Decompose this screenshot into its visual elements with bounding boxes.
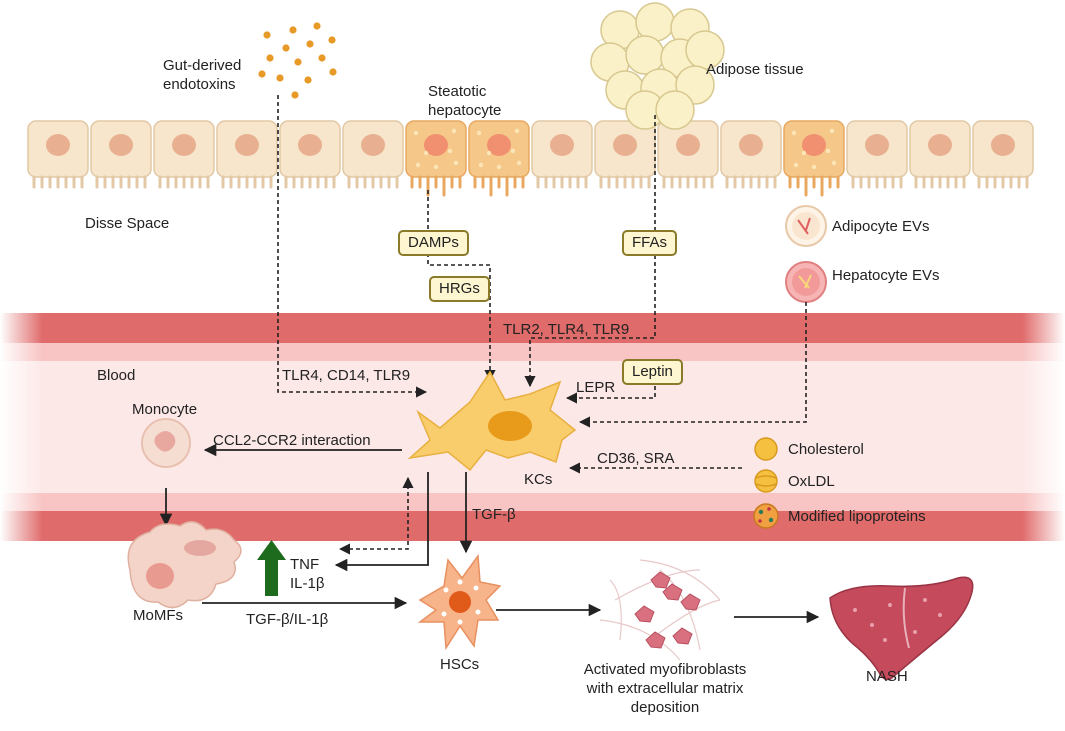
adipose-tissue-icon <box>590 2 725 130</box>
endotoxin-particle <box>282 44 290 52</box>
myofibroblast-cell <box>634 605 655 623</box>
adipocyte-ev-icon <box>785 205 827 247</box>
damps-box: DAMPs <box>398 230 469 256</box>
myofibroblast-cell <box>645 631 666 649</box>
tlr-2-4-9-label: TLR2, TLR4, TLR9 <box>503 321 630 338</box>
kupffer-cell-icon <box>407 370 577 472</box>
disse-space-label: Disse Space <box>85 215 170 232</box>
endotoxin-particle <box>258 70 266 78</box>
hepatocyte-cell <box>972 120 1034 189</box>
hepatocyte-cell <box>27 120 89 189</box>
kc-to-tnf-arrow <box>334 472 429 572</box>
endotoxin-particles <box>258 22 337 99</box>
endotoxin-particle <box>306 40 314 48</box>
steatotic-hepatocyte-cell <box>405 120 467 197</box>
momfs-label: MoMFs <box>133 607 183 624</box>
myofibroblast-icon <box>599 559 721 661</box>
endotoxin-particle <box>294 58 302 66</box>
ev-path <box>578 302 807 428</box>
hepatocyte-layer <box>27 120 1034 197</box>
myofibroblast-cell <box>650 571 671 589</box>
lepr-label: LEPR <box>576 379 616 396</box>
momf-icon <box>127 521 242 609</box>
hepatocyte-evs-label: Hepatocyte EVs <box>832 267 940 284</box>
endotoxin-particle <box>266 54 274 62</box>
endotoxin-particle <box>318 54 326 62</box>
leptin-box: Leptin <box>622 359 683 385</box>
tlr4-cd14-tlr9-label: TLR4, CD14, TLR9 <box>282 367 411 384</box>
steatotic-hepatocyte-cell <box>468 120 530 197</box>
endotoxin-particle <box>313 22 321 30</box>
ccl2-ccr2-label: CCL2-CCR2 interaction <box>213 432 371 449</box>
hepatocyte-cell <box>342 120 404 189</box>
hepatocyte-cell <box>846 120 908 189</box>
nash-label: NASH <box>866 668 908 685</box>
modified-lipoprotein-icon <box>753 503 779 529</box>
endotoxin-particle <box>289 26 297 34</box>
cholesterol-icon <box>754 437 778 461</box>
endotoxin-path <box>277 95 428 398</box>
hepatocyte-cell <box>531 120 593 189</box>
hepatocyte-cell <box>909 120 971 189</box>
kcs-label: KCs <box>524 471 553 488</box>
blood-label: Blood <box>97 367 136 384</box>
endotoxin-particle <box>329 68 337 76</box>
myofibroblast-cell <box>662 583 683 601</box>
monocyte-label: Monocyte <box>132 401 198 418</box>
ffa-path <box>524 115 656 388</box>
oxldl-icon <box>754 469 778 493</box>
tnf-feedback-path <box>338 476 414 555</box>
hscs-label: HSCs <box>440 656 480 673</box>
activated-myofibroblasts-label: Activated myofibroblasts with extracellu… <box>583 661 747 716</box>
tgf-il1b-label: TGF-β/IL-1β <box>246 611 329 628</box>
legend-oxldl-label: OxLDL <box>788 473 835 490</box>
upregulation-arrow-icon <box>257 540 286 596</box>
hepatocyte-cell <box>720 120 782 189</box>
endotoxin-particle <box>304 76 312 84</box>
hepatocyte-cell <box>216 120 278 189</box>
steatotic-hepatocyte-cell <box>783 120 845 197</box>
hrgs-box: HRGs <box>429 276 490 302</box>
endotoxin-particle <box>291 91 299 99</box>
legend-modified-lipoproteins-label: Modified lipoproteins <box>788 508 926 525</box>
monocyte-icon <box>141 418 191 468</box>
tnf-label: TNF <box>290 556 320 573</box>
hepatocyte-cell <box>657 120 719 189</box>
legend-cholesterol-label: Cholesterol <box>788 441 864 458</box>
endotoxin-particle <box>276 74 284 82</box>
hepatocyte-ev-icon <box>785 261 827 303</box>
myofibroblast-cell <box>680 593 701 611</box>
endotoxin-particle <box>328 36 336 44</box>
hepatocyte-cell <box>90 120 152 189</box>
adipose-tissue-label: Adipose tissue <box>706 61 804 78</box>
adipocyte-evs-label: Adipocyte EVs <box>832 218 930 235</box>
hsc-icon <box>417 553 502 651</box>
hepatocyte-cell <box>153 120 215 189</box>
dashed-signaling-paths <box>277 95 807 555</box>
myofibroblast-cell <box>672 627 693 645</box>
hepatocyte-cell <box>594 120 656 189</box>
tgf-beta-label: TGF-β <box>472 506 516 523</box>
endotoxin-particle <box>263 31 271 39</box>
il1b-label: IL-1β <box>290 575 325 592</box>
liver-icon <box>829 576 974 681</box>
ffas-box: FFAs <box>622 230 678 256</box>
damps-hrgs-path <box>427 190 496 382</box>
hepatocyte-cell <box>279 120 341 189</box>
solid-arrows <box>159 443 820 624</box>
cd36-sra-label: CD36, SRA <box>597 450 675 467</box>
